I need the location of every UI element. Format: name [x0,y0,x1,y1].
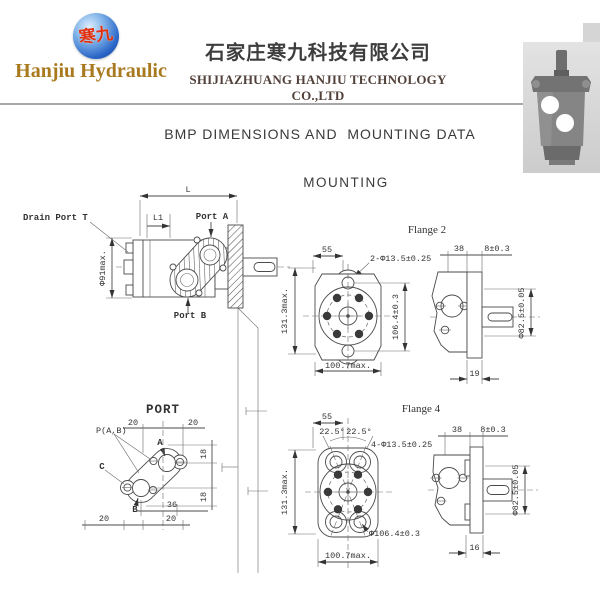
port-c-mark: C [99,462,105,472]
dim-18-top: 18 [199,449,209,459]
port-b-mark: B [132,505,138,515]
dim-20-top-left: 20 [128,418,138,428]
technical-drawing: MOUNTING L L1 [23,175,540,573]
header-divider [0,103,523,105]
port-a-hole [199,244,221,266]
flange2-dim-19: 19 [469,369,479,379]
flange2-front-view: Flange 2 55 2-Φ13.5±0.25 106.4±0.3 [280,224,446,376]
mounting-flange [227,224,244,309]
photo-panel-strip [583,23,600,43]
flange4-dim-pilot: Φ82.5±0.05 [511,464,521,515]
company-name-chinese: 石家庄寒九科技有限公司 [205,41,431,64]
flange4-dim-131: 131.3max. [280,469,290,515]
port-b-hole [175,268,199,292]
flange2-dim-pilot: Φ82.5±0.05 [517,287,527,338]
port-b-opening [132,479,150,497]
flange4-dim-38: 38 [452,425,462,435]
dim-36: 36 [167,500,177,510]
flange4-title: Flange 4 [402,403,441,415]
company-name-english: SHIJIAZHUANG HANJIU TECHNOLOGY CO.,LTD [189,72,447,103]
flange2-dim-106: 106.4±0.3 [391,294,401,340]
dim-L: L [185,185,190,195]
port-a-mark: A [157,438,163,448]
dim-20-bottom-left: 20 [99,514,109,524]
document-title: BMP DIMENSIONS AND MOUNTING DATA [164,126,476,142]
dim-20-top-right: 20 [188,418,198,428]
port-view: PORT P(A,B) A B C 20 20 [82,403,217,530]
company-header: 石家庄寒九科技有限公司 SHIJIAZHUANG HANJIU TECHNOLO… [180,0,456,104]
flange2-dim-100: 100.7max. [325,361,371,371]
flange4-side-view: 38 8±0.3 Φ82.5±0.05 16 [428,425,538,558]
port-a-label: Port A [196,212,229,222]
flange4-dim-8: 8±0.3 [480,425,506,435]
brand-name: Hanjiu Hydraulic [15,60,167,82]
output-shaft [242,257,278,277]
motor-photo [523,42,600,173]
logo-characters: 寒九 [77,23,115,48]
flange2-dim-8: 8±0.3 [484,244,510,254]
flange2-holes-callout: 2-Φ13.5±0.25 [370,254,431,264]
flange4-dim-16: 16 [469,543,479,553]
flange2-side-view: 38 8±0.3 Φ82.5±0.05 19 [430,244,540,384]
motor-side-view: L L1 Drain Port T [23,185,290,573]
mounting-section-title: MOUNTING [303,175,389,190]
company-logo: 寒九 [73,13,119,59]
flange2-title: Flange 2 [408,224,446,236]
keyway [253,262,276,272]
flange4-holes-callout: 4-Φ13.5±0.25 [371,440,432,450]
port-a-opening [158,454,176,472]
port-view-title: PORT [146,403,180,417]
flange4-angle-left: 22.5° [319,427,345,437]
flange4-bolt-circle: Φ106.4±0.3 [369,529,420,539]
dim-body-diameter: Φ91max. [98,250,108,286]
dim-L1: L1 [153,213,163,223]
flange4-front-view: Flange 4 55 22.5° 22.5° 4-Φ13.5±0.25 [280,403,441,568]
port-b-label: Port B [174,311,207,321]
motor-photo-art [531,50,591,165]
drain-port-label: Drain Port T [23,213,88,223]
dim-18-bottom: 18 [199,492,209,502]
flange2-dim-38: 38 [454,244,464,254]
flange2-dim-55: 55 [322,245,332,255]
flange4-dim-55: 55 [322,412,332,422]
flange4-angle-right: 22.5° [346,427,372,437]
dim-20-bottom-right: 20 [166,514,176,524]
port-p-label: P(A,B) [96,426,127,436]
flange2-dim-131: 131.3max. [280,288,290,334]
flange4-dim-100: 100.7max. [325,551,371,561]
